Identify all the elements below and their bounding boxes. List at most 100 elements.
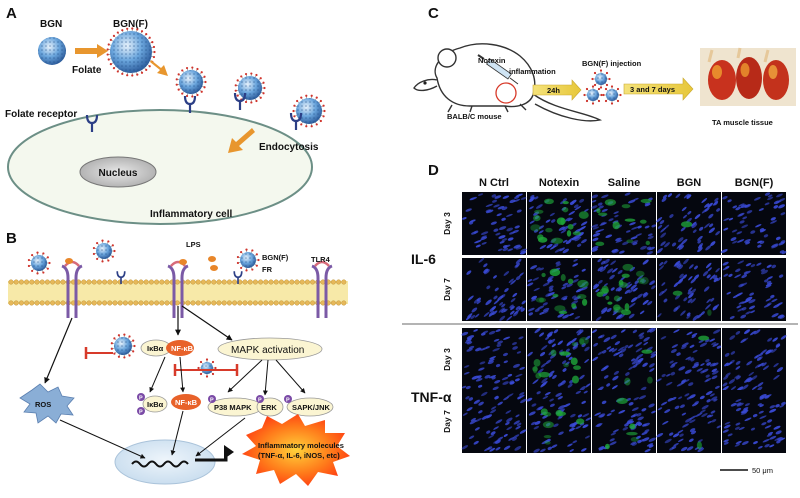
panel-b: B LPS BGN(F) FR TLR4 IκBα NF-κB MAPK act… [6, 230, 350, 486]
days-label: 3 and 7 days [630, 85, 675, 94]
micrograph [527, 327, 591, 392]
day-label: Day 7 [442, 410, 452, 433]
column-header: BGN [677, 177, 702, 189]
erk-label: ERK [261, 403, 277, 412]
micrograph [722, 328, 788, 393]
micrograph [657, 258, 722, 322]
micrograph [527, 192, 591, 255]
panel-c: C Notexin inflammation BALB/C mouse 24h … [414, 5, 796, 127]
micrograph [591, 327, 656, 392]
bgn-label: BGN [40, 19, 62, 30]
nucleus-label: Nucleus [99, 168, 138, 179]
scale-label: 50 μm [752, 466, 773, 475]
micrograph [527, 258, 591, 321]
micrograph [656, 390, 722, 453]
micrograph [722, 258, 786, 321]
micrograph [461, 328, 526, 391]
micrograph [592, 258, 656, 322]
ikba-label-2: IκBα [147, 400, 164, 409]
folate-arrow [75, 44, 108, 58]
phospho-ikba: IκBα P P [137, 393, 167, 416]
endocytosis-label: Endocytosis [259, 142, 319, 153]
nfkb-complex-label: NF-κB [171, 344, 194, 353]
column-header: Notexin [539, 177, 580, 189]
p-badge-3: P [210, 398, 214, 404]
mapk-label: MAPK activation [231, 345, 304, 356]
nanoparticle [107, 27, 156, 76]
nanoparticles-b [28, 240, 260, 378]
inflam-line1: Inflammatory molecules [258, 441, 344, 450]
nanoparticle [583, 85, 602, 104]
nanoparticle [197, 358, 216, 377]
day-label: Day 7 [442, 278, 452, 301]
panel-d-letter: D [428, 162, 439, 179]
panel-c-letter: C [428, 5, 439, 22]
p-badge-5: P [286, 398, 290, 404]
nanoparticle [602, 85, 621, 104]
ikba-complex-label: IκBα [147, 344, 164, 353]
notexin-label: Notexin [478, 56, 506, 65]
erk-node: ERK P [256, 395, 283, 416]
column-header: N Ctrl [479, 177, 509, 189]
inflam-line2: (TNF-α, IL-6, iNOS, etc) [258, 451, 340, 460]
tissue-photo [700, 48, 796, 106]
p-badge-4: P [258, 398, 262, 404]
nanoparticle [292, 95, 325, 128]
folate-label: Folate [72, 65, 102, 76]
nanoparticle [235, 72, 266, 103]
lps-particles [65, 256, 218, 271]
p-badge-2: P [139, 410, 143, 416]
micrograph-grid [461, 192, 787, 454]
bgn-f-label: BGN(F) [113, 19, 148, 30]
nanoparticle [93, 240, 116, 263]
arrow-24h: 24h [533, 80, 581, 100]
folate-receptor-label: Folate receptor [5, 109, 77, 120]
micrograph [655, 192, 721, 255]
micrograph [526, 390, 592, 454]
approach-arrow [150, 60, 168, 76]
cytokine-label: IL-6 [411, 251, 436, 267]
lps-label: LPS [186, 240, 201, 249]
inflammatory-burst [242, 414, 350, 486]
micrograph [720, 192, 786, 255]
micrograph [462, 257, 527, 322]
column-header: Saline [608, 177, 640, 189]
fr-label: FR [262, 265, 273, 274]
arrow-days: 3 and 7 days [624, 78, 693, 100]
bgn-f-label-b: BGN(F) [262, 253, 289, 262]
t24-label: 24h [547, 86, 560, 95]
micrograph [592, 390, 656, 453]
nfkb-label-2: NF-κB [175, 398, 198, 407]
micrograph [722, 390, 786, 453]
p38-node: P38 MAPK P [208, 395, 262, 416]
nanoparticle [176, 66, 207, 97]
nfkb-free: NF-κB [171, 394, 201, 410]
nanoparticle [111, 333, 136, 358]
nanoparticle [38, 37, 66, 65]
inflammation-label: inflammation [509, 67, 556, 76]
column-headers: N Ctrl Notexin Saline BGN BGN(F) [479, 177, 774, 189]
day-label: Day 3 [442, 348, 452, 371]
micrograph [591, 192, 657, 255]
injection-label: BGN(F) injection [582, 59, 642, 68]
inflammatory-cell [8, 110, 312, 224]
panel-b-letter: B [6, 230, 17, 247]
micrograph [656, 328, 722, 391]
day-label: Day 3 [442, 212, 452, 235]
nanoparticle [237, 249, 260, 272]
column-header: BGN(F) [735, 177, 774, 189]
cytokine-label: TNF-α [411, 389, 452, 405]
sapk-node: SAPK/JNK P [284, 395, 333, 416]
cell-membrane [8, 280, 348, 306]
p-badge-1: P [139, 396, 143, 402]
micrograph [461, 390, 527, 453]
ros-label: ROS [35, 400, 51, 409]
p38-label: P38 MAPK [214, 403, 252, 412]
sapk-label: SAPK/JNK [292, 403, 331, 412]
panel-a: A BGN BGN(F) Folate Nucleus Inflammatory… [5, 5, 326, 224]
nanoparticle [28, 252, 51, 275]
